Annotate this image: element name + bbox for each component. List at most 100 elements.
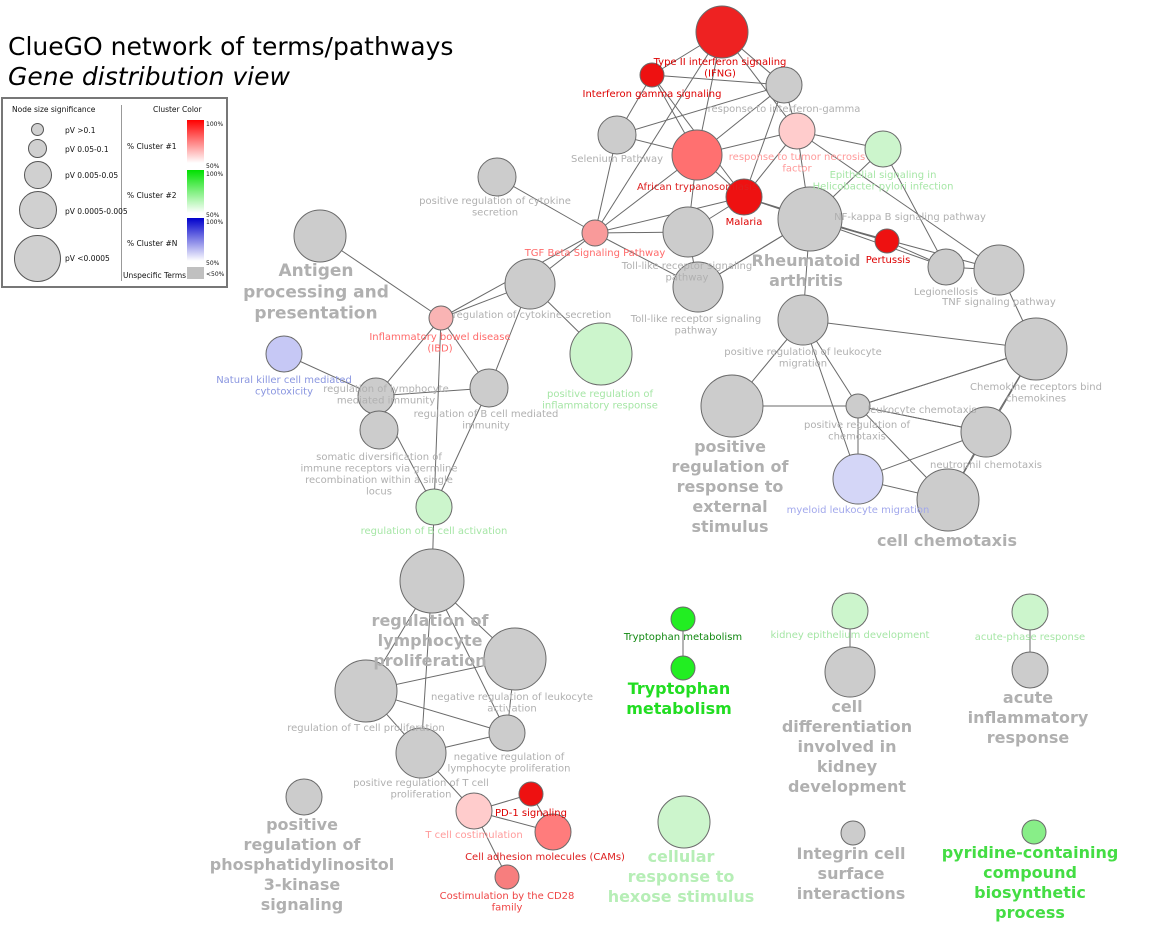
regulation-of-lymphocyte-proliferation-node[interactable] xyxy=(399,548,465,614)
regulation-of-b-cell-mediated-immunity-node[interactable] xyxy=(469,368,509,408)
epithelial-signaling-node[interactable] xyxy=(864,130,902,168)
selenium-pathway-node[interactable] xyxy=(597,115,637,155)
toll-like-receptor-pathway-node[interactable] xyxy=(662,206,714,258)
legend-color-heading: Cluster Color xyxy=(153,105,202,114)
legend-bar-clusterN xyxy=(187,218,204,261)
acute-phase-response-node[interactable] xyxy=(1011,593,1049,631)
legionellosis-node[interactable] xyxy=(927,248,965,286)
legend-size-circle-2 xyxy=(28,139,47,158)
response-to-interferon-gamma-node[interactable] xyxy=(765,66,803,104)
natural-killer-cell-node[interactable] xyxy=(265,335,303,373)
edge-n2-n3 xyxy=(651,74,785,86)
legend-panel: Node size significance Cluster Color pV … xyxy=(1,97,228,288)
african-trypanosomiasis-node[interactable] xyxy=(671,129,723,181)
positive-regulation-of-t-cell-proliferation-node[interactable] xyxy=(395,727,447,779)
positive-regulation-of-cytokine-secretion-node[interactable] xyxy=(477,157,517,197)
tryptophan-metabolism-group-node[interactable] xyxy=(670,655,696,681)
acute-inflammatory-response-node[interactable] xyxy=(1011,651,1049,689)
toll-like-receptor-pathway-2-node[interactable] xyxy=(672,261,724,313)
leukocyte-chemotaxis-node[interactable] xyxy=(845,393,871,419)
malaria-label: Malaria xyxy=(726,217,763,228)
interferon-gamma-signaling-label: Interferon gamma signaling xyxy=(583,89,722,100)
pd-1-signaling-node[interactable] xyxy=(518,781,544,807)
tgf-beta-signaling-node[interactable] xyxy=(581,219,609,247)
regulation-of-cytokine-secretion-label: regulation of cytokine secretion xyxy=(453,310,612,321)
nf-kappa-b-signaling-label: NF-kappa B signaling pathway xyxy=(834,212,986,223)
myeloid-leukocyte-migration-node[interactable] xyxy=(832,453,884,505)
positive-regulation-of-response-node[interactable] xyxy=(700,374,764,438)
regulation-of-t-cell-proliferation-node[interactable] xyxy=(334,659,398,723)
malaria-node[interactable] xyxy=(725,178,763,216)
costimulation-cd28-node[interactable] xyxy=(494,864,520,890)
legend-size-circle-1 xyxy=(31,123,44,136)
edge-n6-n16 xyxy=(796,130,1000,271)
neutrophil-chemotaxis-node[interactable] xyxy=(960,406,1012,458)
legend-bar-cluster1 xyxy=(187,120,204,163)
legend-bar-cluster2 xyxy=(187,170,204,213)
legend-pct-unspecific: <50% xyxy=(206,271,225,278)
type-ii-interferon-signaling-node[interactable] xyxy=(695,5,749,59)
negative-regulation-of-leukocyte-activation-node[interactable] xyxy=(483,627,547,691)
pertussis-node[interactable] xyxy=(874,228,900,254)
cell-chemotaxis-node[interactable] xyxy=(916,468,980,532)
response-to-tumor-necrosis-factor-node[interactable] xyxy=(778,112,816,150)
positive-regulation-of-leukocyte-migration-node[interactable] xyxy=(777,294,829,346)
acute-phase-response-label: acute-phase response xyxy=(975,632,1085,643)
interferon-gamma-signaling-node[interactable] xyxy=(639,62,665,88)
legend-pct-top-2: 100% xyxy=(206,171,224,178)
legend-bar-unspecific xyxy=(187,267,204,279)
edge-n3-n4 xyxy=(616,84,785,136)
legend-cluster1-label: % Cluster #1 xyxy=(127,142,177,151)
legend-size-circle-4 xyxy=(19,191,57,229)
legend-size-circle-3 xyxy=(24,161,52,189)
legend-size-label-5: pV <0.0005 xyxy=(65,254,110,263)
positive-regulation-of-inflammatory-response-node[interactable] xyxy=(569,322,633,386)
african-trypanosomiasis-label: African trypanosomiasis xyxy=(637,182,757,193)
inflammatory-bowel-disease-label: Inflammatory bowel disease(IBD) xyxy=(369,332,510,355)
cell-adhesion-molecules-node[interactable] xyxy=(534,813,572,851)
negative-regulation-of-lymphocyte-proliferation-node[interactable] xyxy=(488,714,526,752)
selenium-pathway-label: Selenium Pathway xyxy=(571,154,663,165)
kidney-epithelium-development-node[interactable] xyxy=(831,592,869,630)
antigen-processing-node[interactable] xyxy=(293,209,347,263)
node-layer xyxy=(265,5,1068,890)
legend-size-label-4: pV 0.0005-0.005 xyxy=(65,207,128,216)
somatic-diversification-node[interactable] xyxy=(359,410,399,450)
nf-kappa-b-signaling-node[interactable] xyxy=(777,186,843,252)
integrin-cell-surface-node[interactable] xyxy=(840,820,866,846)
edge-n21-n32 xyxy=(802,319,859,480)
myeloid-leukocyte-migration-label: myeloid leukocyte migration xyxy=(787,505,930,516)
inflammatory-bowel-disease-node[interactable] xyxy=(428,305,454,331)
chemokine-receptors-bind-chemokines-node[interactable] xyxy=(1004,317,1068,381)
tnf-signaling-node[interactable] xyxy=(973,244,1025,296)
cell-differentiation-kidney-node[interactable] xyxy=(824,646,876,698)
cell-adhesion-molecules-label: Cell adhesion molecules (CAMs) xyxy=(465,852,625,863)
cellular-response-to-hexose-node[interactable] xyxy=(657,795,711,849)
leukocyte-chemotaxis-label: leukocyte chemotaxis xyxy=(867,405,976,416)
tgf-beta-signaling-label: TGF Beta Signaling Pathway xyxy=(524,248,666,259)
regulation-of-b-cell-activation-node[interactable] xyxy=(415,488,453,526)
tryptophan-metabolism-node[interactable] xyxy=(670,606,696,632)
legend-size-label-1: pV >0.1 xyxy=(65,126,96,135)
regulation-of-cytokine-secretion-node[interactable] xyxy=(504,258,556,310)
positive-regulation-of-pi3k-node[interactable] xyxy=(285,778,323,816)
edge-n11-n1 xyxy=(594,31,723,234)
pertussis-label: Pertussis xyxy=(866,255,911,266)
legend-clusterN-label: % Cluster #N xyxy=(127,239,178,248)
t-cell-costimulation-node[interactable] xyxy=(455,792,493,830)
pyridine-containing-compound-node[interactable] xyxy=(1021,819,1047,845)
